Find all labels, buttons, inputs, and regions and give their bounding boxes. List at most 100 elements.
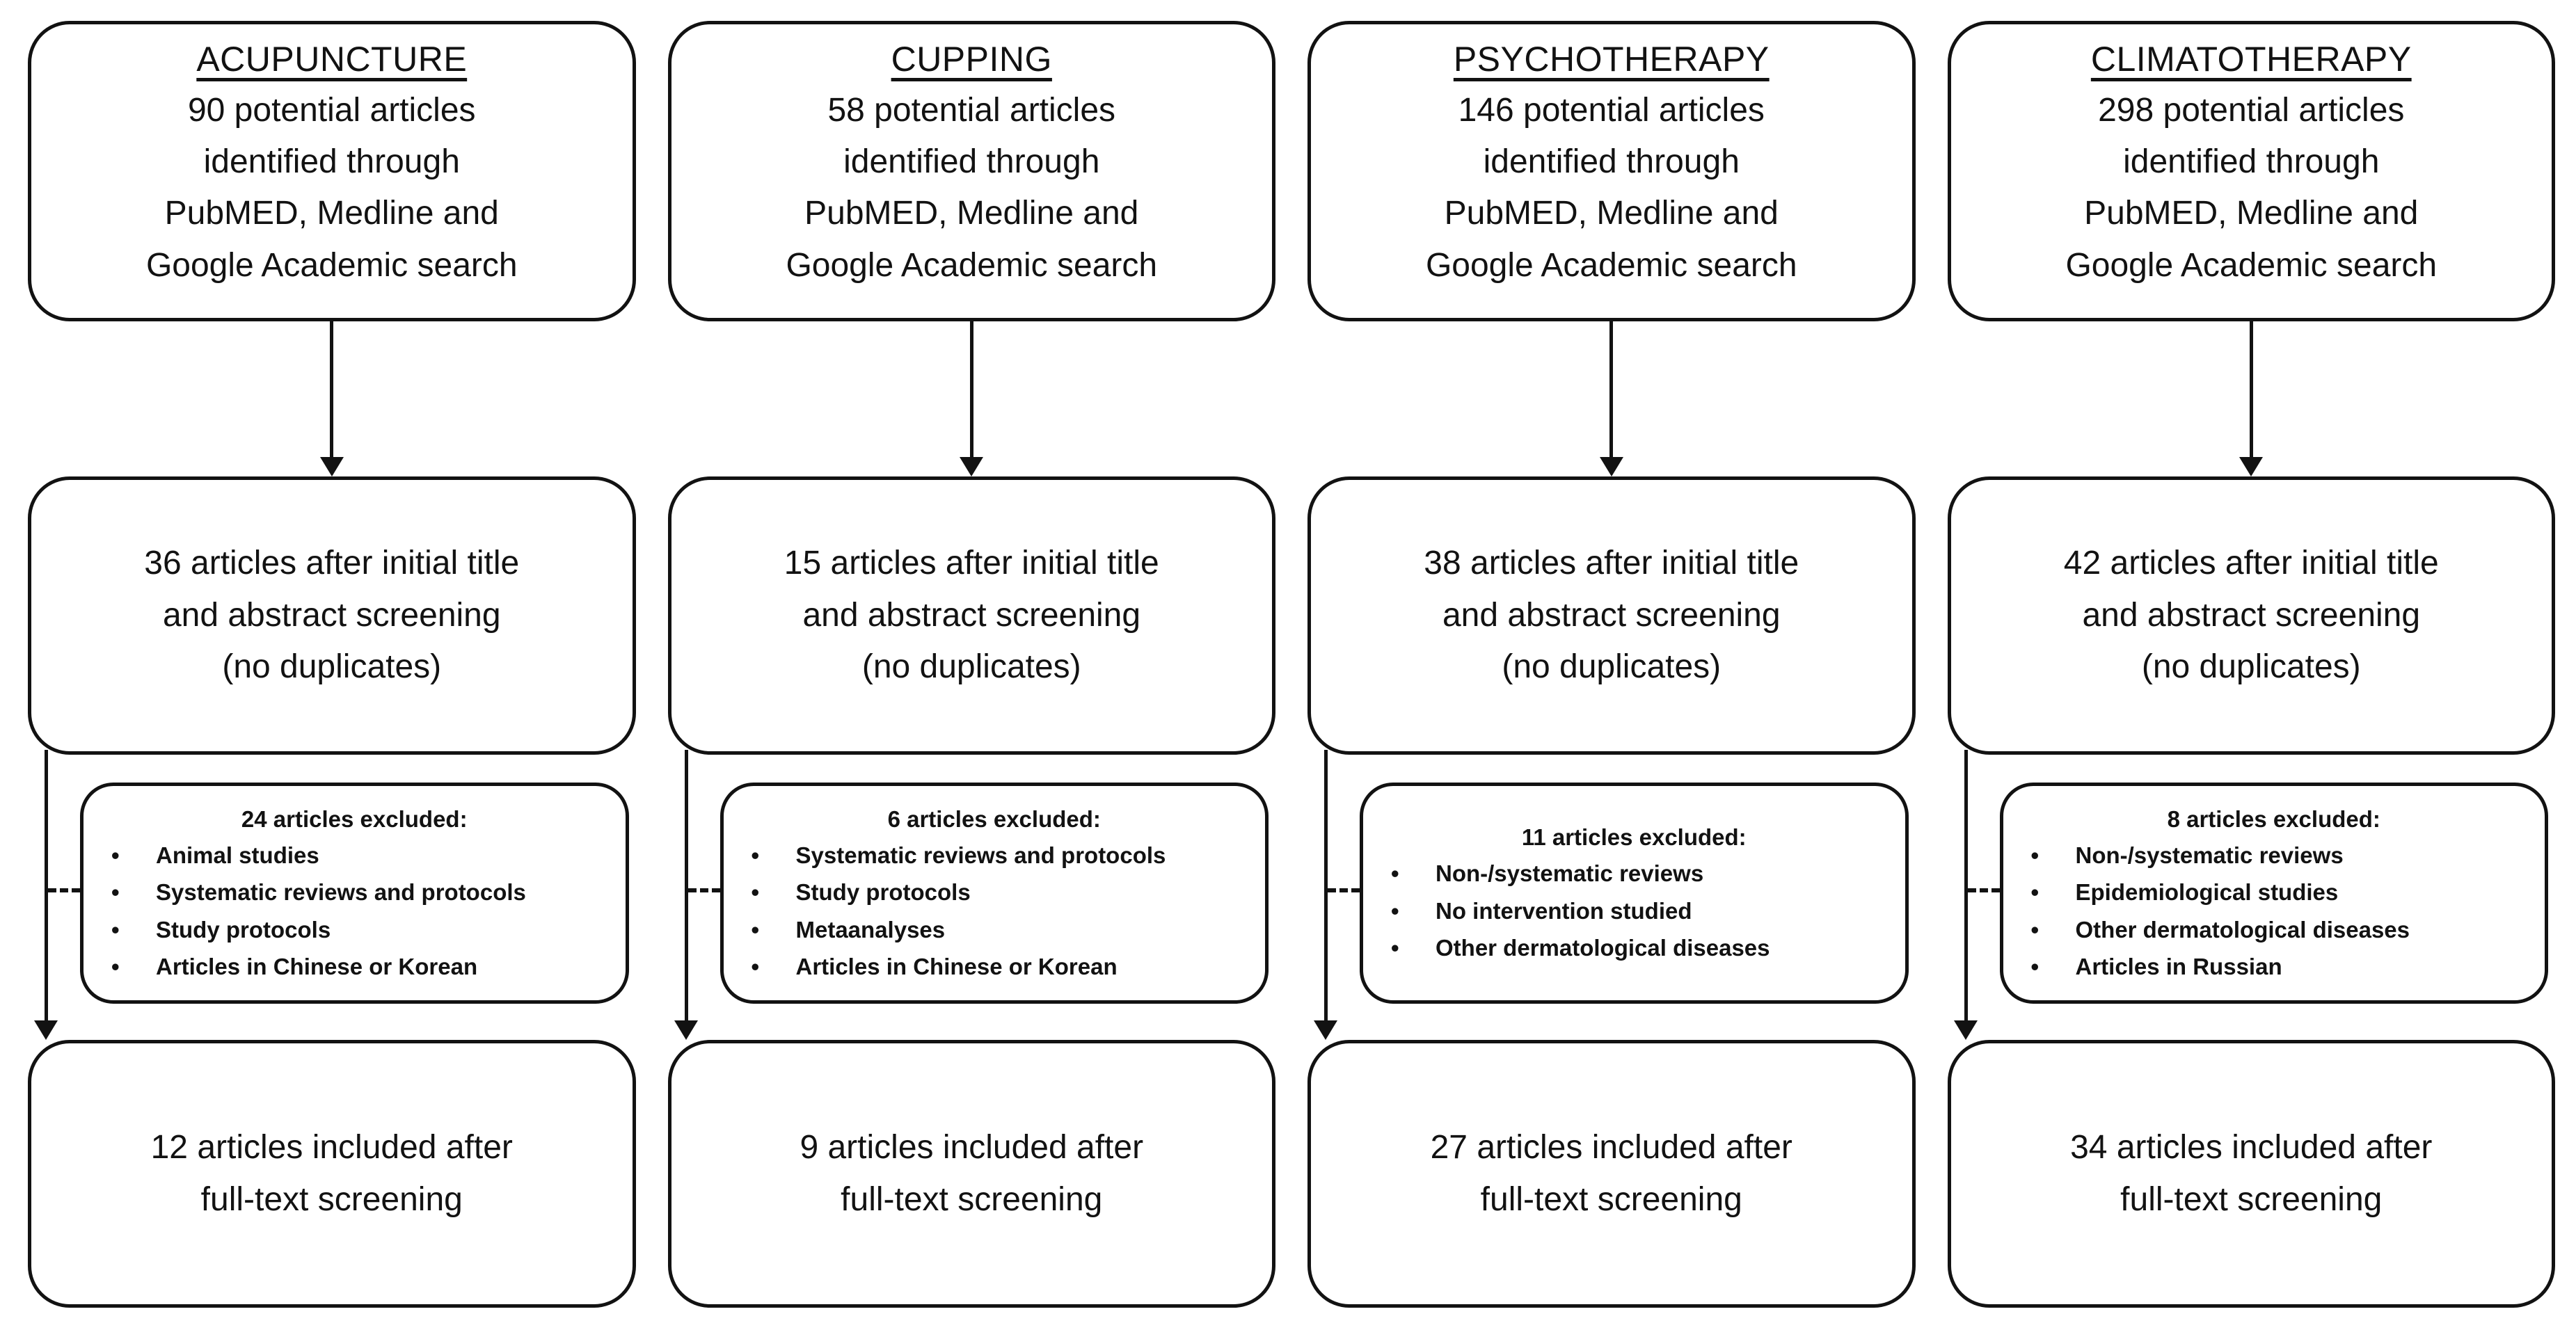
excluded-item: Articles in Chinese or Korean — [742, 948, 1248, 986]
screened-to-included-arrow-head — [1953, 1020, 1978, 1040]
screened-to-included-arrow-head — [34, 1020, 58, 1040]
screened-box: 36 articles after initial title and abstr… — [28, 476, 636, 755]
column-title: PSYCHOTHERAPY — [1453, 40, 1770, 79]
excluded-header: 24 articles excluded: — [241, 805, 468, 832]
down-arrow-head — [1599, 457, 1623, 476]
down-arrow-head — [2239, 457, 2264, 476]
identified-text-line: PubMED, Medline and — [164, 195, 499, 232]
included-text: 27 articles included after full-text scre… — [1311, 1122, 1912, 1226]
identified-text: 298 potential articles identified through… — [1951, 85, 2552, 292]
excluded-box: 24 articles excluded: Animal studiesSyst… — [80, 783, 629, 1004]
screened-text-line: and abstract screening — [162, 596, 501, 634]
excluded-dashed-connector — [48, 888, 80, 892]
excluded-item: Epidemiological studies — [2021, 874, 2527, 911]
excluded-box: 8 articles excluded: Non-/systematic rev… — [1999, 783, 2548, 1004]
excluded-dashed-connector — [1967, 888, 2000, 892]
down-arrow-head — [960, 457, 984, 476]
excluded-item: Articles in Chinese or Korean — [102, 948, 607, 986]
screened-text-line: (no duplicates) — [2141, 648, 2361, 686]
excluded-item: Metaanalyses — [742, 911, 1248, 949]
screened-text-line: 38 articles after initial title — [1424, 545, 1799, 582]
screened-to-included-arrow-head — [674, 1020, 698, 1040]
excluded-item: No intervention studied — [1381, 892, 1887, 930]
screened-to-included-arrow-line — [1964, 750, 1968, 1023]
screened-text-line: and abstract screening — [1442, 596, 1781, 634]
excluded-header: 6 articles excluded: — [887, 805, 1101, 832]
excluded-list: Systematic reviews and protocolsStudy pr… — [742, 837, 1248, 986]
excluded-header: 8 articles excluded: — [2167, 805, 2380, 832]
included-text-line: full-text screening — [200, 1180, 463, 1218]
excluded-box: 6 articles excluded: Systematic reviews … — [719, 783, 1269, 1004]
screened-to-included-arrow-line — [1324, 750, 1328, 1023]
down-arrow-head — [319, 457, 344, 476]
screened-text: 38 articles after initial title and abstr… — [1311, 538, 1912, 693]
excluded-item: Study protocols — [102, 911, 607, 949]
column-climatotherapy: CLIMATOTHERAPY 298 potential articles ide… — [1947, 21, 2555, 1309]
screened-text-line: (no duplicates) — [1502, 648, 1722, 686]
identified-box: ACUPUNCTURE 90 potential articles identif… — [28, 21, 636, 321]
identified-text-line: identified through — [2123, 143, 2380, 180]
excluded-item: Study protocols — [742, 874, 1248, 911]
included-text-line: full-text screening — [1480, 1180, 1742, 1218]
identified-text-line: PubMED, Medline and — [1444, 195, 1779, 232]
identified-text-line: PubMED, Medline and — [2084, 195, 2419, 232]
screened-text-line: (no duplicates) — [861, 648, 1081, 686]
screened-to-included-arrow-line — [684, 750, 688, 1023]
excluded-dashed-connector — [687, 888, 720, 892]
screened-text-line: and abstract screening — [2082, 596, 2421, 634]
column-title: ACUPUNCTURE — [196, 40, 468, 79]
identified-text-line: Google Academic search — [1425, 246, 1797, 284]
screened-text-line: 36 articles after initial title — [144, 545, 520, 582]
column-title: CLIMATOTHERAPY — [2090, 40, 2412, 79]
down-arrow-line — [969, 318, 973, 460]
diagram-columns-grid: ACUPUNCTURE 90 potential articles identif… — [28, 21, 2555, 1309]
identified-text-line: identified through — [843, 143, 1100, 180]
excluded-item: Systematic reviews and protocols — [102, 874, 607, 911]
excluded-list: Non-/systematic reviewsNo intervention s… — [1381, 855, 1887, 967]
identified-text-line: Google Academic search — [786, 246, 1158, 284]
identified-text-line: identified through — [203, 143, 460, 180]
identified-text-line: 298 potential articles — [2098, 91, 2405, 129]
screened-text-line: 15 articles after initial title — [784, 545, 1159, 582]
identified-text-line: 146 potential articles — [1458, 91, 1765, 129]
identified-box: CLIMATOTHERAPY 298 potential articles ide… — [1947, 21, 2555, 321]
included-text-line: full-text screening — [2120, 1180, 2383, 1218]
excluded-header: 11 articles excluded: — [1521, 824, 1747, 851]
screened-to-included-arrow-line — [45, 750, 48, 1023]
included-text-line: 27 articles included after — [1430, 1129, 1792, 1166]
identified-box: PSYCHOTHERAPY 146 potential articles iden… — [1307, 21, 1916, 321]
excluded-box: 11 articles excluded: Non-/systematic re… — [1360, 783, 1909, 1004]
identified-text-line: PubMED, Medline and — [804, 195, 1139, 232]
screened-text-line: (no duplicates) — [222, 648, 442, 686]
identified-text-line: Google Academic search — [145, 246, 518, 284]
excluded-item: Other dermatological diseases — [1381, 929, 1887, 967]
included-text-line: full-text screening — [841, 1180, 1103, 1218]
identified-text-line: 90 potential articles — [187, 91, 476, 129]
excluded-item: Systematic reviews and protocols — [742, 837, 1248, 874]
excluded-item: Non-/systematic reviews — [1381, 855, 1887, 892]
down-arrow-line — [1609, 318, 1614, 460]
column-title: CUPPING — [891, 40, 1052, 79]
identified-text-line: identified through — [1483, 143, 1740, 180]
excluded-item: Articles in Russian — [2021, 948, 2527, 986]
excluded-item: Non-/systematic reviews — [2021, 837, 2527, 874]
excluded-dashed-connector — [1328, 888, 1360, 892]
down-arrow-line — [330, 318, 334, 460]
excluded-list: Animal studiesSystematic reviews and pro… — [102, 837, 607, 986]
excluded-item: Animal studies — [102, 837, 607, 874]
